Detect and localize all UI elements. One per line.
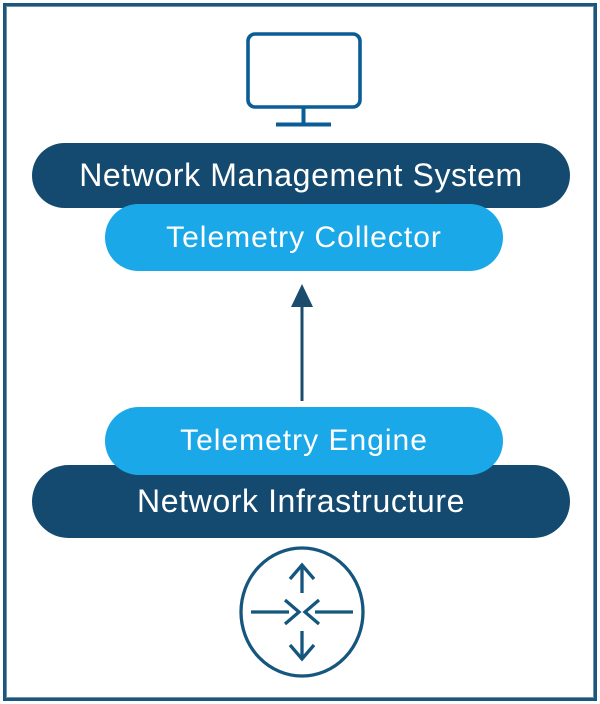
node-network-management-system: Network Management System bbox=[32, 143, 570, 208]
node-network-infrastructure: Network Infrastructure bbox=[32, 465, 570, 538]
node-telemetry-collector-label: Telemetry Collector bbox=[166, 220, 442, 254]
node-telemetry-engine: Telemetry Engine bbox=[105, 407, 503, 475]
node-network-infrastructure-label: Network Infrastructure bbox=[137, 483, 465, 519]
node-telemetry-engine-label: Telemetry Engine bbox=[180, 424, 428, 457]
flow-arrow-up-icon bbox=[291, 284, 313, 401]
node-telemetry-collector: Telemetry Collector bbox=[105, 204, 503, 271]
router-icon bbox=[239, 546, 365, 678]
monitor-icon bbox=[246, 32, 362, 127]
node-network-management-system-label: Network Management System bbox=[79, 157, 523, 193]
